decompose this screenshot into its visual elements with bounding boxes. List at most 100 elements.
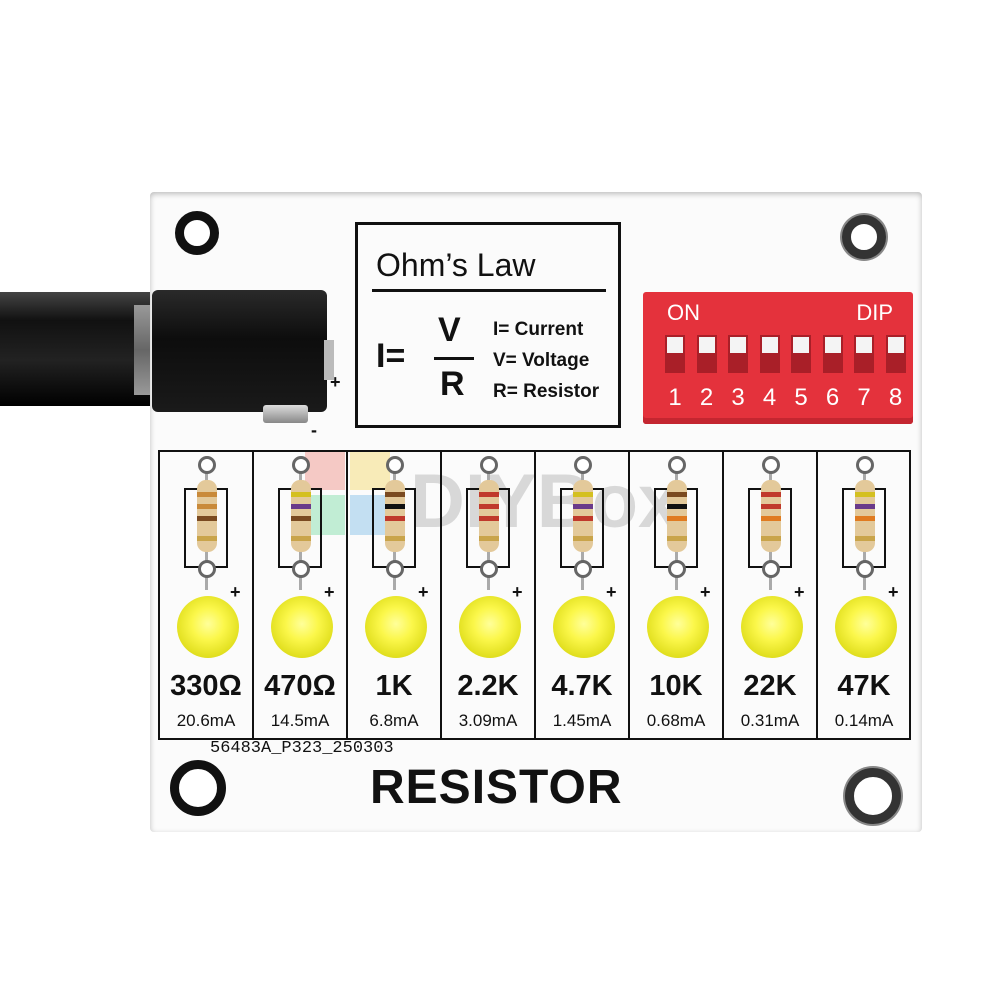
resistor-pad: [856, 456, 874, 474]
led-light: [365, 596, 427, 658]
ohms-law-denominator: R: [440, 365, 465, 403]
resistor-tolerance-band: [761, 536, 781, 541]
ohms-law-fraction-bar: [434, 357, 474, 360]
resistor-pad: [198, 560, 216, 578]
led-plus-label: +: [418, 582, 429, 602]
resistor-value: 47K: [837, 670, 891, 702]
mounting-hole-bottom-right: [845, 768, 901, 824]
dip-switch-toggle[interactable]: [885, 335, 906, 373]
board-title: RESISTOR: [370, 761, 623, 814]
resistor-band: [291, 516, 311, 521]
resistor-tolerance-band: [667, 536, 687, 541]
resistor: [573, 480, 593, 552]
dip-switch-number: 8: [888, 384, 903, 411]
resistor-value: 2.2K: [457, 670, 519, 702]
led-current: 0.31mA: [740, 711, 800, 730]
dip-switch-toggle[interactable]: [791, 335, 811, 373]
resistor-pad: [668, 560, 686, 578]
dip-switch-toggle[interactable]: [822, 335, 843, 373]
resistor-band: [385, 504, 405, 509]
led-light: [647, 596, 709, 658]
resistor-band: [855, 516, 875, 521]
ohms-law-underline: [372, 289, 606, 292]
ohms-law-definition: I= Current: [493, 319, 584, 340]
dip-switch-number: 6: [825, 384, 840, 411]
dip-switch-number: 1: [668, 384, 682, 411]
resistor-column: +470Ω 14.5mA: [254, 452, 348, 738]
dip-switch-toggle[interactable]: [759, 335, 780, 373]
resistor-pad: [480, 456, 498, 474]
resistor-column: +1K 6.8mA: [348, 452, 442, 738]
dip-switch-knob: [667, 337, 683, 353]
led-plus-label: +: [700, 582, 711, 602]
dip-switch-toggle[interactable]: [696, 335, 717, 373]
resistor-pad: [574, 456, 592, 474]
mounting-hole-bottom-left: [170, 760, 226, 816]
resistor-band: [479, 516, 499, 521]
dip-switch-knob: [856, 337, 872, 353]
led-light: [459, 596, 521, 658]
resistor-value: 470Ω: [264, 670, 336, 702]
resistor-pad: [856, 560, 874, 578]
dip-on-label: ON: [667, 300, 700, 325]
led-current: 6.8mA: [369, 711, 419, 730]
dip-switch-toggle[interactable]: [665, 335, 685, 373]
dc-power-jack: [152, 290, 327, 412]
resistor-tolerance-band: [479, 536, 499, 541]
resistor-value: 4.7K: [551, 670, 613, 702]
resistor-band: [855, 504, 875, 509]
resistor-pad: [762, 560, 780, 578]
dip-switch-toggle[interactable]: [854, 335, 874, 373]
led-plus-label: +: [512, 582, 523, 602]
dip-label: DIP: [856, 300, 893, 325]
resistor: [197, 480, 217, 552]
led-plus-label: +: [324, 582, 335, 602]
resistor-band: [667, 492, 687, 497]
watermark-logo-icon: [305, 450, 390, 535]
resistor: [479, 480, 499, 552]
resistor-pad: [198, 456, 216, 474]
led-light: [835, 596, 897, 658]
resistor-band: [573, 492, 593, 497]
led-light: [741, 596, 803, 658]
led-current: 1.45mA: [552, 711, 612, 730]
led-light: [553, 596, 615, 658]
ohms-law-definition: R= Resistor: [493, 381, 600, 402]
resistor-band: [479, 504, 499, 509]
resistor-pad: [480, 560, 498, 578]
resistor-band: [197, 492, 217, 497]
resistor-tolerance-band: [855, 536, 875, 541]
resistor-value: 22K: [743, 670, 797, 702]
led-plus-label: +: [606, 582, 617, 602]
mounting-hole-top-left: [175, 211, 219, 255]
resistor-tolerance-band: [385, 536, 405, 541]
jack-plus-label: +: [330, 372, 341, 392]
ohms-law-numerator: V: [438, 311, 461, 349]
resistor: [855, 480, 875, 552]
resistor-band: [855, 492, 875, 497]
resistor-band: [197, 516, 217, 521]
resistor-band: [573, 504, 593, 509]
dip-switch-knob: [761, 337, 778, 353]
resistor-value: 10K: [649, 670, 703, 702]
led-current: 14.5mA: [270, 711, 330, 730]
led-light: [271, 596, 333, 658]
part-number: 56483A_P323_250303: [210, 739, 394, 758]
jack-minus-label: -: [311, 420, 317, 440]
resistor-value: 1K: [375, 670, 413, 702]
dip-switch-knob: [887, 337, 904, 353]
dip-switch-number: 5: [794, 384, 808, 411]
led-current: 20.6mA: [176, 711, 236, 730]
resistor-tolerance-band: [291, 536, 311, 541]
dip-switch-knob: [824, 337, 841, 353]
dc-jack-pin: [263, 405, 308, 423]
watermark-text: DIYBox: [410, 459, 681, 544]
resistor: [667, 480, 687, 552]
resistor: [385, 480, 405, 552]
dip-switch-toggle[interactable]: [728, 335, 748, 373]
resistor: [761, 480, 781, 552]
